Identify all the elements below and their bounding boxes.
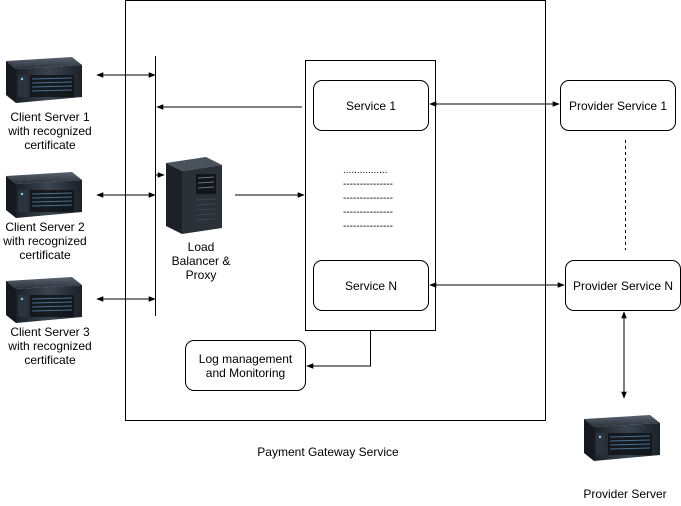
- log-management-box: Log management and Monitoring: [185, 340, 306, 391]
- client-2-line2: with recognized: [3, 234, 87, 248]
- ellipsis-line-2: ---------------: [343, 179, 393, 190]
- ellipsis-line-1: ................: [343, 165, 388, 176]
- service-1-label: Service 1: [345, 98, 397, 113]
- log-line2: and Monitoring: [205, 365, 286, 380]
- client-1-line3: certificate: [24, 138, 76, 152]
- client-2-line3: certificate: [19, 248, 71, 262]
- payment-gateway-frame: [125, 0, 546, 421]
- provider-service-n-box: Provider Service N: [565, 260, 681, 311]
- provider-service-1-label: Provider Service 1: [568, 98, 668, 113]
- client-3-line3: certificate: [24, 353, 76, 367]
- services-container: [305, 60, 436, 331]
- load-balancer-line3: Proxy: [185, 268, 217, 282]
- load-balancer-label: Load Balancer & Proxy: [161, 240, 241, 282]
- load-balancer-line1: Load: [187, 240, 215, 254]
- client-2-line1: Client Server 2: [5, 220, 85, 234]
- provider-service-n-label: Provider Service N: [572, 278, 674, 293]
- service-n-box: Service N: [313, 260, 429, 311]
- payment-gateway-label: Payment Gateway Service: [257, 445, 399, 459]
- client-server-2-label: Client Server 2 with recognized certific…: [0, 220, 95, 262]
- provider-server-icon: [583, 414, 661, 462]
- client-1-line2: with recognized: [8, 124, 92, 138]
- services-ellipsis: ................ --------------- -------…: [343, 164, 393, 234]
- client-server-1-icon: [5, 56, 83, 104]
- log-connector-arrow: [306, 331, 371, 369]
- client-server-3-icon: [5, 276, 83, 324]
- load-balancer-tower-icon: [166, 157, 222, 234]
- provider-service-1-box: Provider Service 1: [560, 80, 676, 131]
- client-3-line1: Client Server 3: [10, 325, 90, 339]
- ellipsis-line-5: ---------------: [343, 221, 393, 232]
- client-server-1-label: Client Server 1 with recognized certific…: [0, 110, 100, 152]
- service-n-label: Service N: [344, 278, 397, 293]
- client-1-line1: Client Server 1: [10, 110, 90, 124]
- client-3-line2: with recognized: [8, 339, 92, 353]
- load-balancer-line2: Balancer &: [171, 254, 231, 268]
- service-1-box: Service 1: [313, 80, 429, 131]
- client-server-3-label: Client Server 3 with recognized certific…: [0, 325, 100, 367]
- ellipsis-line-3: ---------------: [343, 193, 393, 204]
- provider-server-label: Provider Server: [583, 487, 667, 501]
- log-line1: Log management: [198, 351, 293, 366]
- ellipsis-line-4: ---------------: [343, 207, 393, 218]
- client-server-2-icon: [5, 171, 83, 219]
